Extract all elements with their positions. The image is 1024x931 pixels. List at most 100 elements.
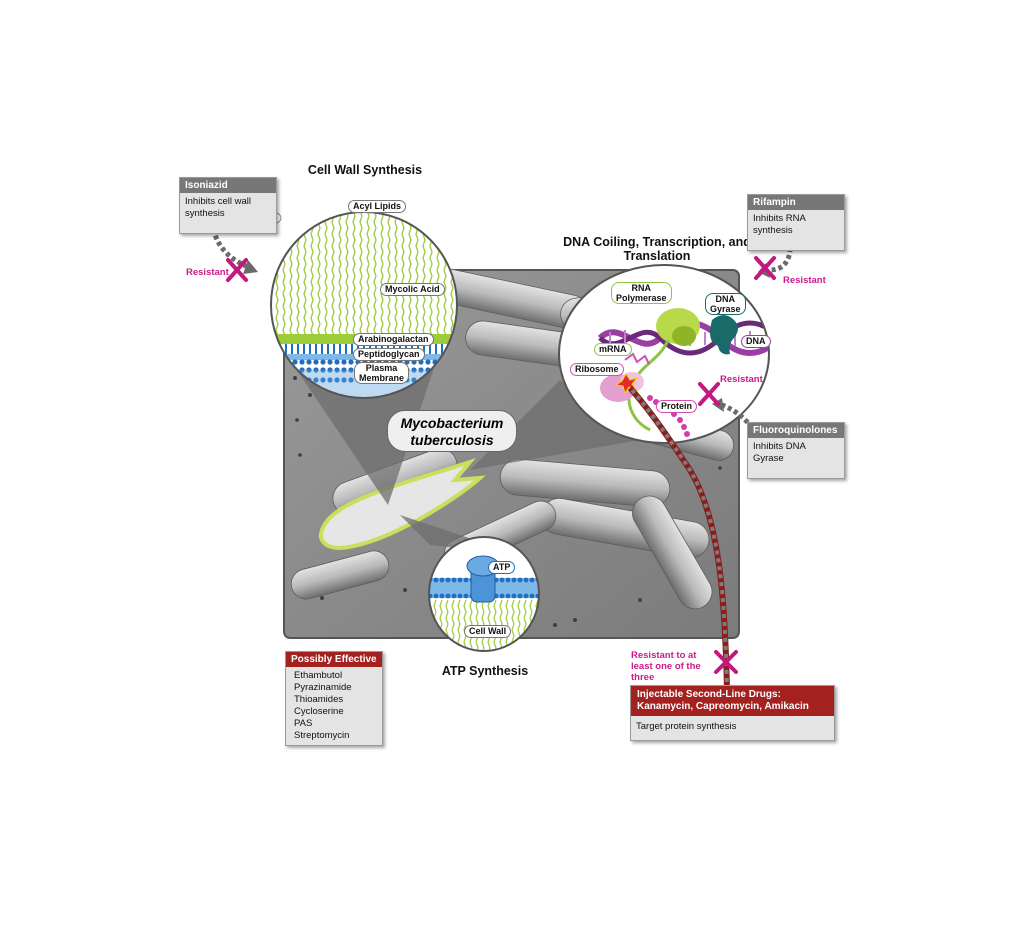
membrane-head: [327, 377, 333, 383]
list-item: Ethambutol: [294, 670, 343, 681]
isoniazid-box: Isoniazid Inhibits cell wall synthesis: [179, 177, 277, 234]
fluoroquinolones-desc: Inhibits DNA Gyrase: [748, 438, 844, 478]
membrane-head: [271, 367, 277, 373]
possibly-effective-list: Ethambutol Pyrazinamide Thioamides Cyclo…: [286, 667, 382, 745]
atp-membrane-head: [445, 577, 451, 583]
atp-membrane-head: [529, 593, 535, 599]
injectable-drugs-box: Injectable Second-Line Drugs: Kanamycin,…: [630, 685, 835, 741]
atp-membrane-head: [505, 593, 511, 599]
lipid-strand: [380, 212, 384, 337]
membrane-head: [278, 359, 284, 365]
membrane-head: [313, 367, 319, 373]
membrane-head: [334, 359, 340, 365]
injectable-res-line2: least one of the: [631, 661, 701, 672]
organism-label: Mycobacterium tuberculosis: [387, 410, 517, 452]
isoniazid-resistant-label: Resistant: [186, 267, 229, 278]
label-dna: DNA: [741, 335, 771, 348]
membrane-head: [341, 377, 347, 383]
label-atp: ATP: [488, 561, 516, 574]
lipid-strand: [352, 212, 356, 337]
fluoro-desc-line2: Gyrase: [753, 453, 784, 464]
plasma-line: Plasma: [365, 363, 398, 373]
lipid-strand: [359, 212, 363, 337]
label-atp-cell-wall: Cell Wall: [464, 625, 512, 638]
membrane-head: [320, 377, 326, 383]
injectable-desc: Target protein synthesis: [636, 721, 737, 732]
membrane-head: [425, 359, 431, 365]
list-item: Cycloserine: [294, 706, 344, 717]
label-plasma-membrane: Plasma Membrane: [354, 362, 410, 384]
membrane-head: [299, 367, 305, 373]
lipid-strand: [394, 212, 398, 337]
label-acyl-lipids: Acyl Lipids: [348, 200, 407, 213]
isoniazid-desc-line2: synthesis: [185, 208, 225, 219]
isoniazid-desc: Inhibits cell wall synthesis: [180, 193, 276, 233]
organism-line1: Mycobacterium: [400, 415, 504, 431]
membrane-head: [306, 367, 312, 373]
dna-title: DNA Coiling, Transcription, and Translat…: [562, 235, 752, 263]
lipid-strand: [401, 212, 405, 337]
rifampin-resistant-label: Resistant: [783, 275, 826, 286]
rifampin-desc-line2: synthesis: [753, 225, 793, 236]
isoniazid-desc-line1: Inhibits cell wall: [185, 196, 251, 207]
atp-membrane-head: [511, 593, 517, 599]
atp-membrane-head: [457, 577, 463, 583]
resistance-marks: [226, 256, 776, 674]
atp-membrane-head: [499, 577, 505, 583]
atp-membrane-head: [445, 593, 451, 599]
injectable-res-line3: three: [631, 672, 655, 683]
rifampin-box: Rifampin Inhibits RNA synthesis: [747, 194, 845, 251]
atp-membrane-head: [517, 577, 523, 583]
atp-membrane-head: [439, 577, 445, 583]
gyrase-line2: Gyrase: [710, 304, 741, 314]
atp-membrane-head: [463, 577, 469, 583]
membrane-head: [411, 367, 417, 373]
lipid-strand: [324, 212, 328, 337]
membrane-head: [411, 377, 417, 383]
rifampin-title: Rifampin: [748, 195, 844, 210]
membrane-head: [334, 367, 340, 373]
membrane-head: [306, 359, 312, 365]
atp-membrane-head: [439, 593, 445, 599]
membrane-head: [348, 359, 354, 365]
fluoroquinolones-box: Fluoroquinolones Inhibits DNA Gyrase: [747, 422, 845, 479]
membrane-head: [348, 377, 354, 383]
atp-membrane-head: [511, 577, 517, 583]
atp-membrane-head: [451, 593, 457, 599]
lipid-strand: [310, 212, 314, 337]
possibly-effective-box: Possibly Effective Ethambutol Pyrazinami…: [285, 651, 383, 746]
injectable-title-line1: Injectable Second-Line Drugs:: [637, 689, 781, 700]
list-item: PAS: [294, 718, 313, 729]
membrane-head: [327, 359, 333, 365]
list-item: Streptomycin: [294, 730, 350, 741]
membrane-head: [278, 377, 284, 383]
membrane-head: [341, 359, 347, 365]
membrane-head: [278, 367, 284, 373]
atp-membrane-head: [457, 593, 463, 599]
label-rna-polymerase: RNA Polymerase: [611, 282, 672, 304]
lipid-strand: [373, 212, 377, 337]
label-protein: Protein: [656, 400, 698, 413]
label-mrna: mRNA: [594, 343, 632, 356]
label-peptidoglycan: Peptidoglycan: [353, 348, 425, 361]
membrane-head: [313, 359, 319, 365]
membrane-head: [292, 359, 298, 365]
membrane-head: [327, 367, 333, 373]
label-mycolic-acid: Mycolic Acid: [380, 283, 445, 296]
list-item: Thioamides: [294, 694, 344, 705]
fluoro-desc-line1: Inhibits DNA: [753, 441, 806, 452]
membrane-head: [320, 359, 326, 365]
atp-membrane-head: [529, 577, 535, 583]
gyrase-line1: DNA: [715, 294, 736, 304]
lipid-strand: [331, 212, 335, 337]
label-arabinogalactan: Arabinogalactan: [353, 333, 434, 346]
atp-title: ATP Synthesis: [441, 664, 529, 678]
atp-membrane-head: [523, 593, 529, 599]
rifampin-desc: Inhibits RNA synthesis: [748, 210, 844, 250]
membrane-head: [271, 359, 277, 365]
membrane-head: [320, 367, 326, 373]
lipid-strand: [387, 212, 391, 337]
atp-membrane-head: [433, 577, 439, 583]
membrane-head: [334, 377, 340, 383]
atp-membrane-head: [499, 593, 505, 599]
